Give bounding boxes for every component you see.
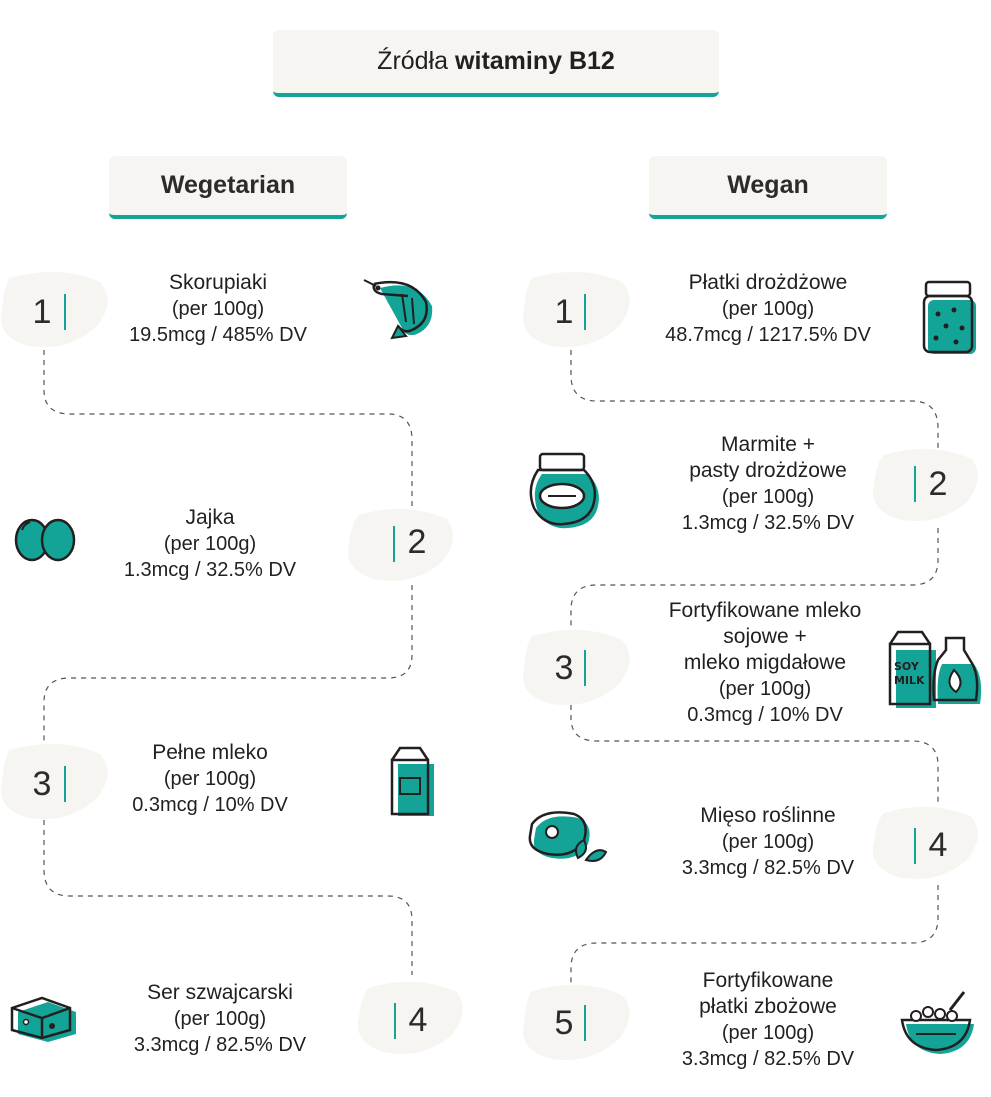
item-value: 3.3mcg / 82.5% DV (681, 1048, 855, 1070)
item-name: Jajka (185, 506, 235, 529)
vegan-column-header: Wegan (649, 156, 887, 219)
vegetarian-number-1: 1 (32, 292, 52, 331)
yeast-flakes-jar-icon (922, 280, 976, 354)
vegetarian-item-2: Jajka (per 100g) 1.3mcg / 32.5% DV (90, 505, 330, 583)
number-blob (523, 629, 630, 706)
number-tick (584, 1005, 586, 1041)
left-connector-3-4 (43, 820, 413, 975)
right-connector-4-5 (570, 885, 939, 985)
right-connector-1-2 (570, 350, 939, 450)
title-prefix: Źródła (377, 47, 449, 75)
soy-almond-milk-icon: SOY MILK (888, 630, 982, 708)
item-value: 3.3mcg / 82.5% DV (681, 857, 855, 879)
number-blob (1, 271, 108, 348)
number-blob (1, 743, 108, 820)
item-serving: (per 100g) (721, 298, 815, 320)
vegetarian-item-1: Skorupiaki (per 100g) 19.5mcg / 485% DV (100, 270, 336, 348)
number-tick (64, 294, 66, 330)
number-tick (914, 828, 916, 864)
vegan-number-4: 4 (928, 825, 948, 864)
cheese-icon (10, 996, 76, 1042)
soy-label: SOY (894, 660, 920, 673)
right-connector-2-3 (570, 528, 939, 630)
item-name: Skorupiaki (168, 271, 268, 294)
item-value: 3.3mcg / 82.5% DV (133, 1034, 307, 1056)
number-blob (873, 448, 978, 521)
item-serving: (per 100g) (721, 831, 815, 853)
item-name-line1: Fortyfikowane mleko (668, 599, 862, 622)
plant-meat-icon (528, 811, 608, 862)
vegan-item-4: Mięso roślinne (per 100g) 3.3mcg / 82.5%… (650, 803, 886, 881)
eggs-icon (14, 518, 76, 562)
cereal-bowl-icon (900, 991, 974, 1054)
vegan-item-1: Płatki drożdżowe (per 100g) 48.7mcg / 12… (640, 270, 896, 348)
number-tick (584, 294, 586, 330)
number-blob (873, 806, 978, 879)
vegetarian-label: Wegetarian (160, 171, 296, 199)
page-title: Źródła witaminy B12 (273, 30, 719, 97)
item-name-line1: Fortyfikowane (702, 969, 834, 992)
item-name-line3: mleko migdałowe (683, 651, 847, 674)
item-value: 0.3mcg / 10% DV (687, 704, 843, 726)
number-tick (914, 466, 916, 502)
item-serving: (per 100g) (721, 486, 815, 508)
item-name-line1: Marmite + (721, 433, 815, 456)
vegan-number-2: 2 (928, 464, 948, 503)
number-blob (358, 981, 463, 1054)
marmite-jar-icon (529, 452, 599, 529)
item-serving: (per 100g) (718, 678, 812, 700)
item-name: Płatki drożdżowe (688, 271, 848, 294)
number-tick (64, 766, 66, 802)
number-blob (348, 508, 453, 581)
number-blob (523, 271, 630, 348)
vegan-item-5: Fortyfikowane płatki zbożowe (per 100g) … (650, 968, 886, 1072)
item-name: Ser szwajcarski (147, 981, 293, 1004)
vegetarian-item-4: Ser szwajcarski (per 100g) 3.3mcg / 82.5… (100, 980, 340, 1058)
item-value: 19.5mcg / 485% DV (129, 324, 307, 346)
vegan-number-1: 1 (554, 292, 574, 331)
number-tick (394, 1003, 396, 1039)
left-connector-1-2 (43, 350, 413, 510)
item-name-line2: sojowe + (723, 625, 807, 648)
milk-carton-icon (390, 746, 434, 816)
number-tick (393, 526, 395, 562)
shrimp-icon (363, 279, 433, 340)
number-blob (523, 984, 630, 1061)
item-name: Mięso roślinne (700, 804, 836, 827)
milk-label: MILK (894, 674, 925, 687)
vegetarian-column-header: Wegetarian (109, 156, 347, 219)
item-serving: (per 100g) (171, 298, 265, 320)
item-serving: (per 100g) (721, 1022, 815, 1044)
number-tick (584, 650, 586, 686)
item-serving: (per 100g) (173, 1008, 267, 1030)
item-name-line2: płatki zbożowe (699, 995, 837, 1018)
vegan-label: Wegan (727, 171, 809, 199)
left-connector-2-3 (43, 585, 413, 750)
title-bold: witaminy B12 (455, 47, 615, 75)
item-value: 0.3mcg / 10% DV (132, 794, 288, 816)
vegan-item-2: Marmite + pasty drożdżowe (per 100g) 1.3… (650, 432, 886, 536)
vegan-item-3: Fortyfikowane mleko sojowe + mleko migda… (630, 598, 900, 728)
item-value: 48.7mcg / 1217.5% DV (665, 324, 871, 346)
vegetarian-number-2: 2 (407, 522, 427, 561)
item-name: Pełne mleko (152, 741, 268, 764)
item-value: 1.3mcg / 32.5% DV (681, 512, 855, 534)
vegan-number-5: 5 (554, 1003, 574, 1042)
vegan-number-3: 3 (554, 648, 574, 687)
vegetarian-number-3: 3 (32, 764, 52, 803)
vegetarian-item-3: Pełne mleko (per 100g) 0.3mcg / 10% DV (100, 740, 320, 818)
item-name-line2: pasty drożdżowe (689, 459, 847, 482)
item-value: 1.3mcg / 32.5% DV (123, 559, 297, 581)
item-serving: (per 100g) (163, 768, 257, 790)
item-serving: (per 100g) (163, 533, 257, 555)
right-connector-3-4 (570, 705, 939, 805)
vegetarian-number-4: 4 (408, 1000, 428, 1039)
